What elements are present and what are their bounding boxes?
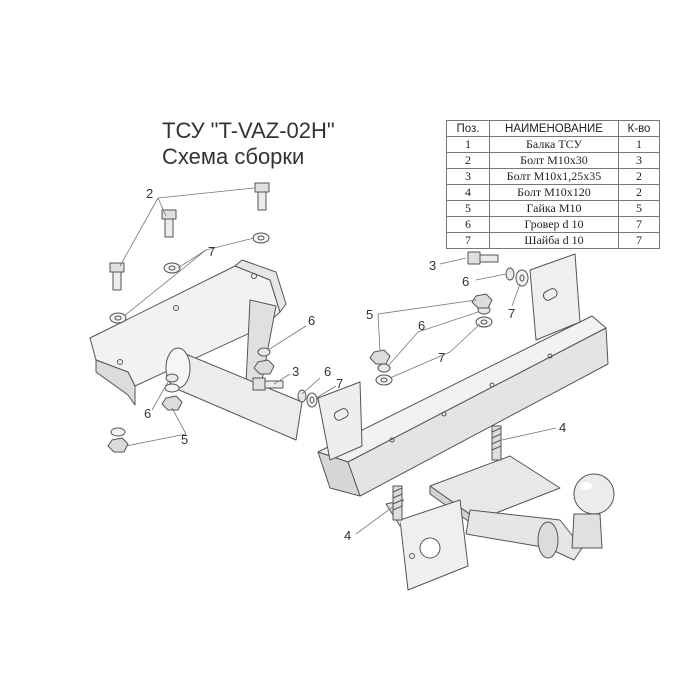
row-name: Шайба d 10: [489, 232, 619, 249]
title-subtitle: Схема сборки: [162, 144, 305, 169]
callout-5-center: 5: [366, 307, 373, 322]
callout-6-top: 6: [462, 274, 469, 289]
callout-4-right: 4: [559, 420, 566, 435]
nuts: [107, 293, 493, 453]
callout-6-left: 6: [144, 406, 151, 421]
callout-4-left: 4: [344, 528, 351, 543]
row-pos: 7: [446, 232, 490, 249]
diagram-title: ТСУ "T-VAZ-02H" Схема сборки: [162, 118, 335, 170]
callout-5-left: 5: [181, 432, 188, 447]
tow-arm: [465, 509, 583, 561]
callout-6-mid: 6: [308, 313, 315, 328]
row-qty: 7: [618, 232, 660, 249]
callout-7-left: 7: [208, 244, 215, 259]
callout-3-mid: 3: [292, 364, 299, 379]
row-name: Болт М10х120: [489, 184, 619, 201]
row-name: Гайка М10: [489, 200, 619, 217]
bolt-m10x1-25x35: [252, 251, 499, 391]
bolt-m10x120-right: [491, 425, 502, 461]
title-model: ТСУ "T-VAZ-02H": [162, 118, 335, 143]
callout-7-mid: 7: [336, 376, 343, 391]
row-qty: 5: [618, 200, 660, 217]
crossbar-tube: [165, 347, 303, 441]
callout-3-top: 3: [429, 258, 436, 273]
washers: [109, 232, 529, 437]
parts-table-header: Поз. НАИМЕНОВАНИЕ К-во: [446, 120, 660, 137]
leader-lines: [119, 187, 557, 535]
tow-ball: [571, 473, 615, 549]
row-name: Болт М10х30: [489, 152, 619, 169]
header-pos: Поз.: [446, 120, 490, 137]
callout-6-mid2: 6: [324, 364, 331, 379]
main-beam: [317, 253, 609, 497]
callout-7-center: 7: [438, 350, 445, 365]
callout-7-top: 7: [508, 306, 515, 321]
callout-6-center: 6: [418, 318, 425, 333]
bolt-m10x30: [109, 182, 270, 291]
row-name: Гровер d 10: [489, 216, 619, 233]
bolt-m10x120-left: [392, 485, 403, 521]
callout-2: 2: [146, 186, 153, 201]
left-bracket: [89, 259, 287, 406]
